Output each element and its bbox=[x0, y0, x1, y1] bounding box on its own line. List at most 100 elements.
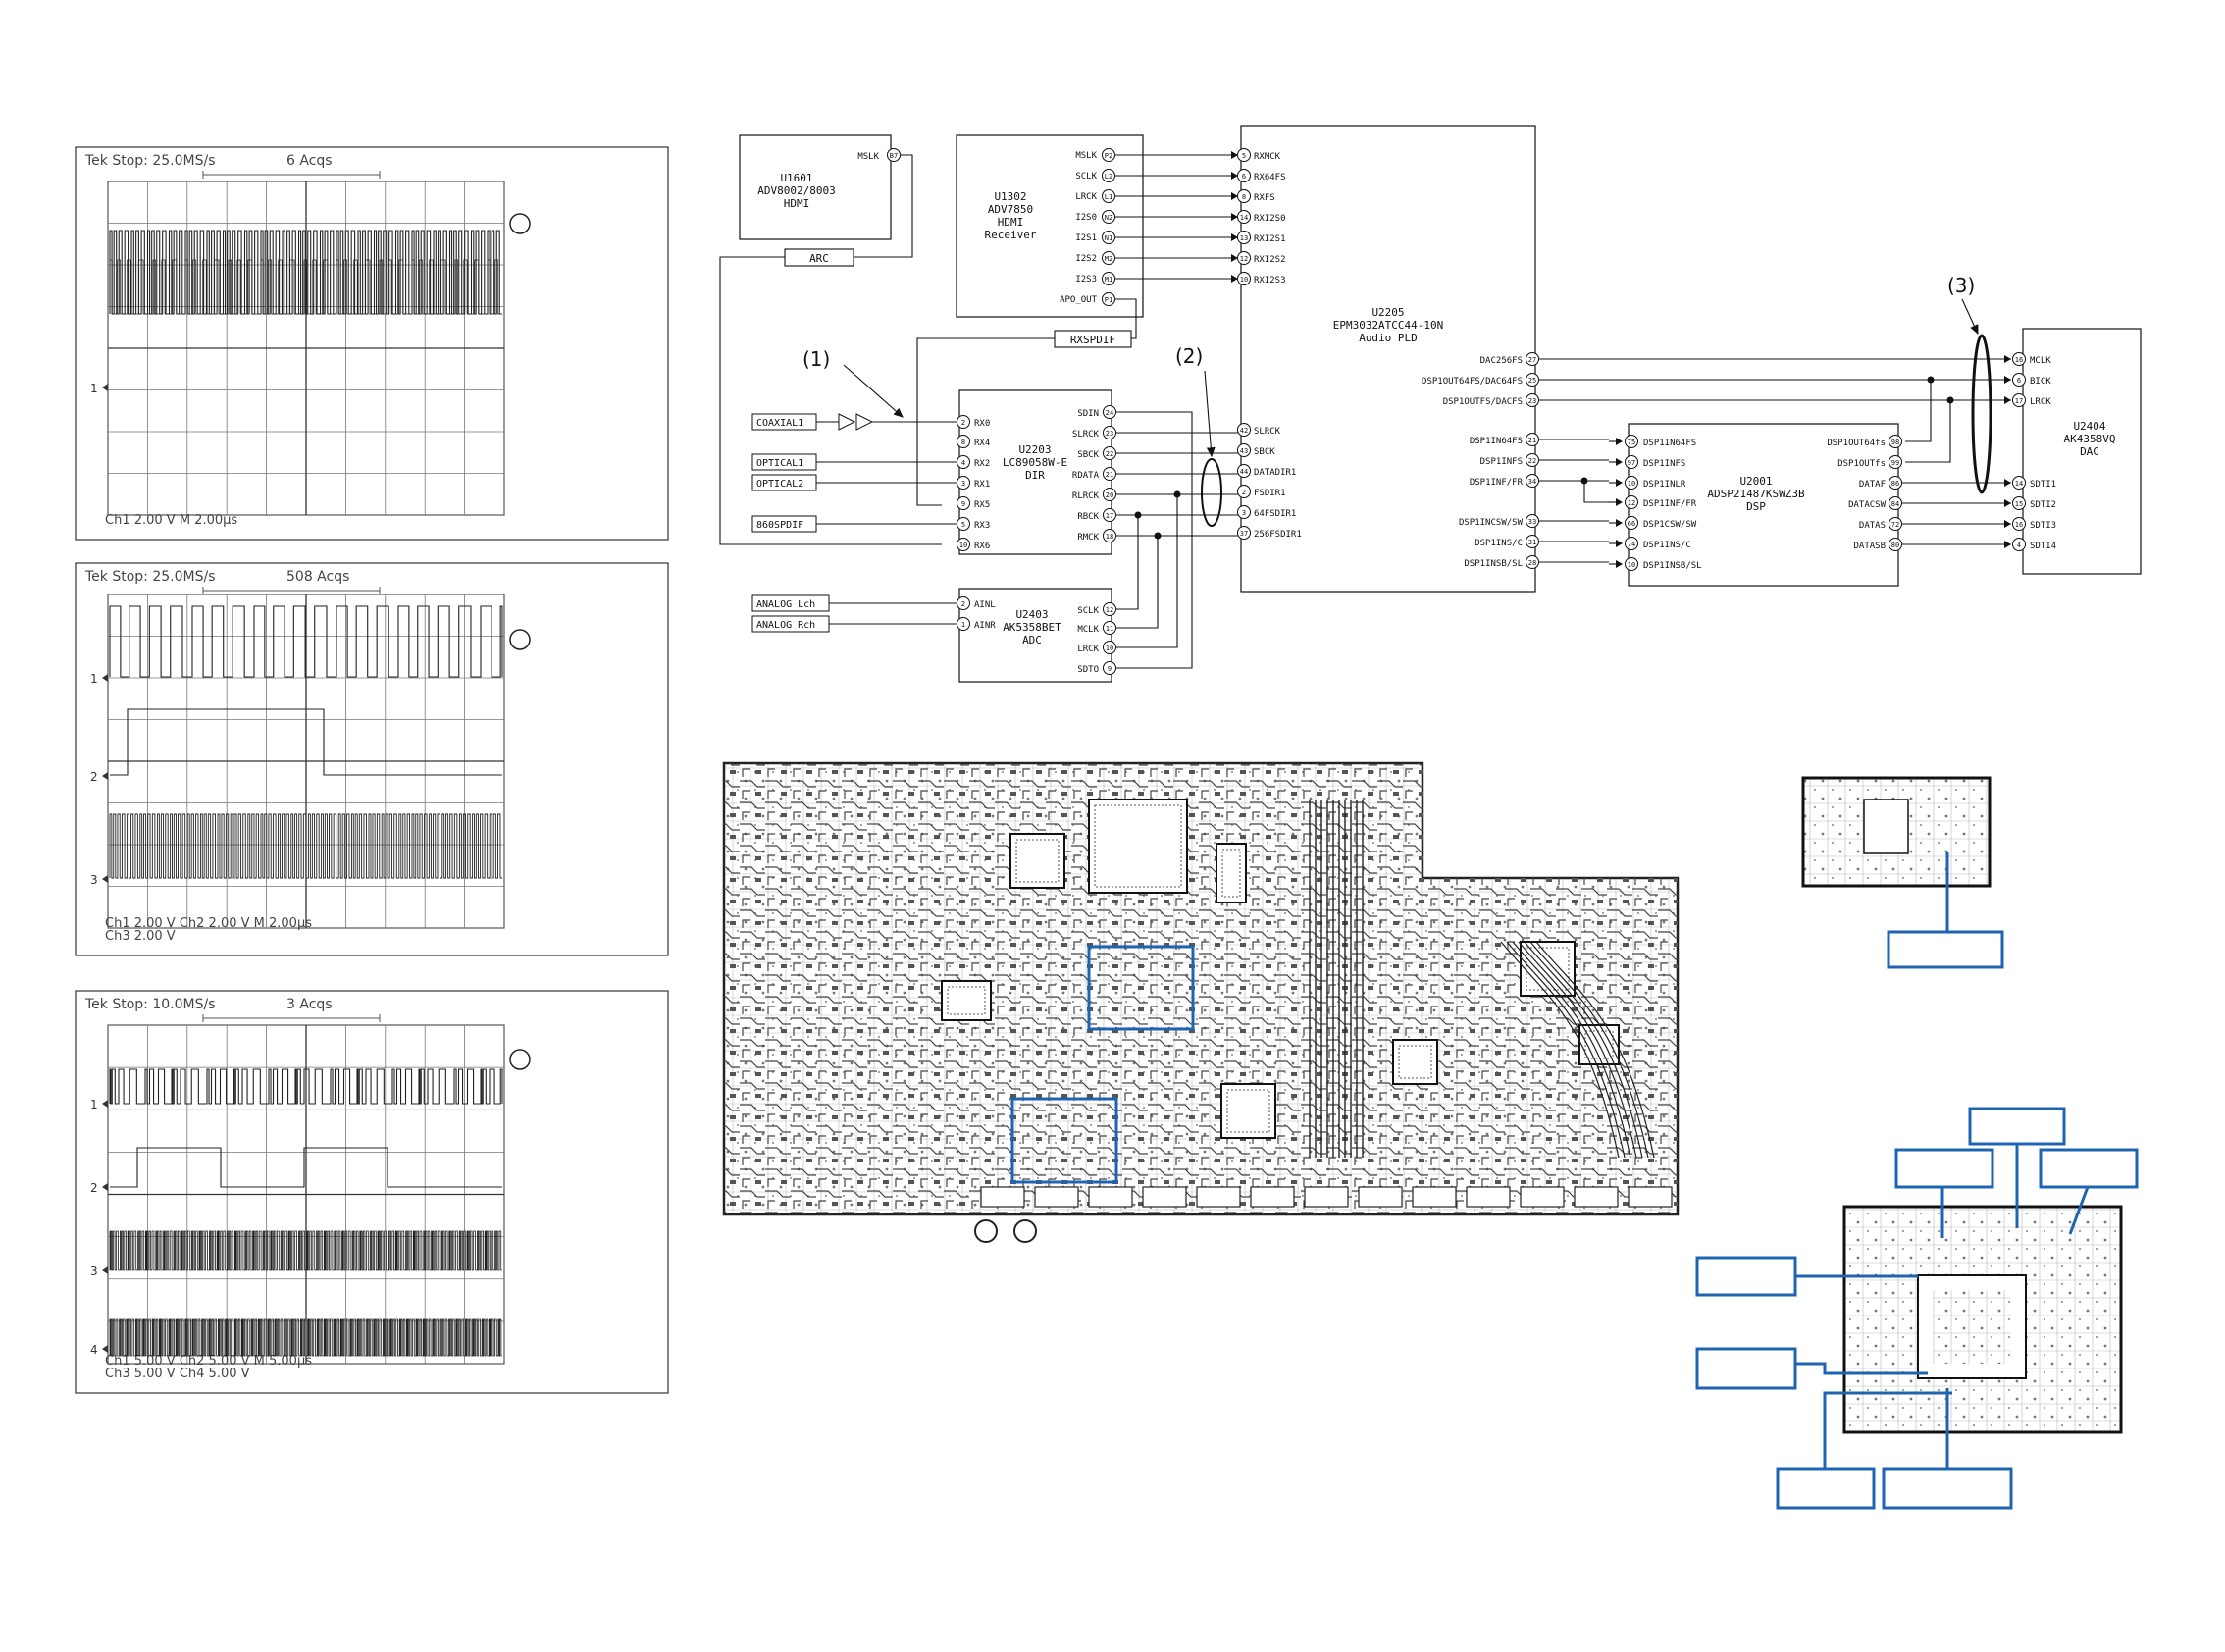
ic-chip-pins bbox=[1094, 804, 1182, 888]
pin-number bbox=[1237, 272, 1251, 285]
pin-number bbox=[1103, 405, 1116, 419]
channel-arrow-icon bbox=[102, 384, 108, 391]
channel-arrow-icon bbox=[102, 875, 108, 883]
pin-number-text: 23 bbox=[1528, 397, 1536, 405]
waveforms bbox=[109, 230, 503, 1357]
u2205-pin-name: 256FSDIR1 bbox=[1254, 530, 1302, 540]
pin-number bbox=[1103, 446, 1116, 460]
u2404-box bbox=[2022, 328, 2142, 575]
u2404-pin-name: SDTI4 bbox=[2030, 542, 2056, 551]
pin-number bbox=[1625, 516, 1638, 530]
u2203-label: U2203 bbox=[1018, 443, 1051, 456]
marker-2-pointer bbox=[1204, 370, 1216, 458]
arrow-icon bbox=[1616, 438, 1623, 445]
pin-number-text: 72 bbox=[1891, 521, 1899, 529]
u2404-label: AK4358VQ bbox=[2064, 433, 2116, 445]
pin-number-text: 10 bbox=[1628, 480, 1635, 488]
marker-3-ellipse bbox=[1971, 334, 1992, 494]
pin-number-text: 17 bbox=[2015, 397, 2023, 405]
pin-number-text: N1 bbox=[1105, 234, 1112, 242]
arrow-icon bbox=[1231, 275, 1238, 283]
input-label: OPTICAL1 bbox=[756, 458, 803, 469]
pin-number bbox=[1625, 435, 1638, 448]
waveform-icon bbox=[109, 605, 503, 678]
callout-line bbox=[1795, 1362, 1928, 1375]
pin-number bbox=[1625, 495, 1638, 509]
u2001-label: ADSP21487KSWZ3B bbox=[1707, 488, 1805, 500]
u2205-pin-name: 64FSDIR1 bbox=[1254, 509, 1296, 519]
ic-chip-pins bbox=[1226, 1089, 1270, 1133]
u1302-pin-name: APO_OUT bbox=[1060, 295, 1098, 305]
pin-number-text: L1 bbox=[1105, 193, 1112, 201]
apo-wire bbox=[1115, 298, 1137, 339]
circle-marker-icon bbox=[509, 213, 531, 234]
waveform-icon bbox=[109, 813, 502, 879]
ic-chip bbox=[1216, 843, 1247, 903]
channel-arrow-icon bbox=[102, 1100, 108, 1108]
pin-number bbox=[1889, 455, 1902, 469]
arrow-icon bbox=[2004, 499, 2011, 507]
pin-number-text: 84 bbox=[1891, 500, 1899, 508]
u2205-pin-name: RXI2S2 bbox=[1254, 255, 1286, 265]
pin-number-text: 2 bbox=[1242, 489, 1246, 496]
pin-number-text: 34 bbox=[1528, 478, 1536, 486]
pin-number-text: 31 bbox=[1528, 539, 1536, 546]
channel-label: 3 bbox=[90, 873, 98, 887]
u1302-box bbox=[956, 134, 1144, 318]
marker-3-pointer bbox=[1961, 298, 1979, 336]
pin-number-text: 15 bbox=[2015, 500, 2023, 508]
scope-footer-line: Ch1 2.00 V M 2.00µs bbox=[105, 513, 237, 528]
pin-number bbox=[1102, 292, 1115, 306]
pin-number-text: 97 bbox=[1628, 459, 1635, 467]
u2203-in-name: RX4 bbox=[974, 439, 990, 448]
pin-number bbox=[1103, 467, 1116, 481]
u2404-label: DAC bbox=[2080, 445, 2099, 458]
u2205-pin-name: RX64FS bbox=[1254, 173, 1286, 182]
highlight-box-u2205 bbox=[1087, 945, 1195, 1031]
channel-label: 2 bbox=[90, 770, 98, 784]
inset-chip-core bbox=[1933, 1290, 2011, 1364]
u1302-pin-name: SCLK bbox=[1075, 172, 1097, 181]
arrow-icon bbox=[2004, 355, 2011, 363]
ic-chip-pins bbox=[1015, 839, 1060, 883]
waveform-icon bbox=[109, 259, 502, 315]
u2203-label: LC89058W-E bbox=[1003, 456, 1067, 469]
waveform-icon bbox=[110, 708, 502, 776]
pin-number bbox=[1103, 641, 1116, 654]
pin-number bbox=[1237, 423, 1251, 437]
pin-number-text: 22 bbox=[1528, 457, 1536, 465]
pin-number-text: 14 bbox=[2015, 480, 2023, 488]
pin-number-text: 28 bbox=[1528, 559, 1536, 567]
u2001-out-name: DATASB bbox=[1853, 542, 1886, 551]
arrow-icon bbox=[2004, 396, 2011, 404]
pin-number bbox=[1102, 189, 1115, 203]
u2403-label: AK5358BET bbox=[1003, 621, 1061, 634]
pin-number-text: 25 bbox=[1528, 377, 1536, 385]
bick-drop bbox=[1905, 380, 1932, 442]
scope-frame bbox=[75, 562, 669, 956]
pin-number bbox=[1237, 485, 1251, 498]
pin-number bbox=[1889, 517, 1902, 531]
jack-icon bbox=[1013, 1219, 1037, 1243]
pin-number bbox=[957, 496, 970, 510]
u2001-in-name: DSP1CSW/SW bbox=[1643, 520, 1697, 530]
pin-number bbox=[887, 148, 901, 162]
pin-number bbox=[1237, 443, 1251, 457]
pin-number bbox=[1237, 251, 1251, 265]
scope-center-axes bbox=[108, 181, 504, 515]
pin-number-text: P2 bbox=[1105, 152, 1112, 160]
callout-box bbox=[1776, 1467, 1876, 1510]
input-label: 860SPDIF bbox=[756, 520, 803, 531]
dsp-wire bbox=[1583, 481, 1609, 503]
input-label: COAXIAL1 bbox=[756, 418, 803, 429]
u1302-pin-name: I2S1 bbox=[1075, 233, 1097, 243]
pin-number-text: 18 bbox=[1106, 533, 1113, 541]
pin-number bbox=[1889, 538, 1902, 551]
u2203-label: DIR bbox=[1025, 469, 1045, 482]
u2205-pin-name: SBCK bbox=[1254, 447, 1275, 457]
u2205-out-name: DSP1IN64FS bbox=[1470, 437, 1523, 446]
pin-number bbox=[1102, 169, 1115, 182]
pin-number-text: 12 bbox=[1628, 499, 1635, 507]
pin-number-text: 75 bbox=[1628, 439, 1635, 446]
